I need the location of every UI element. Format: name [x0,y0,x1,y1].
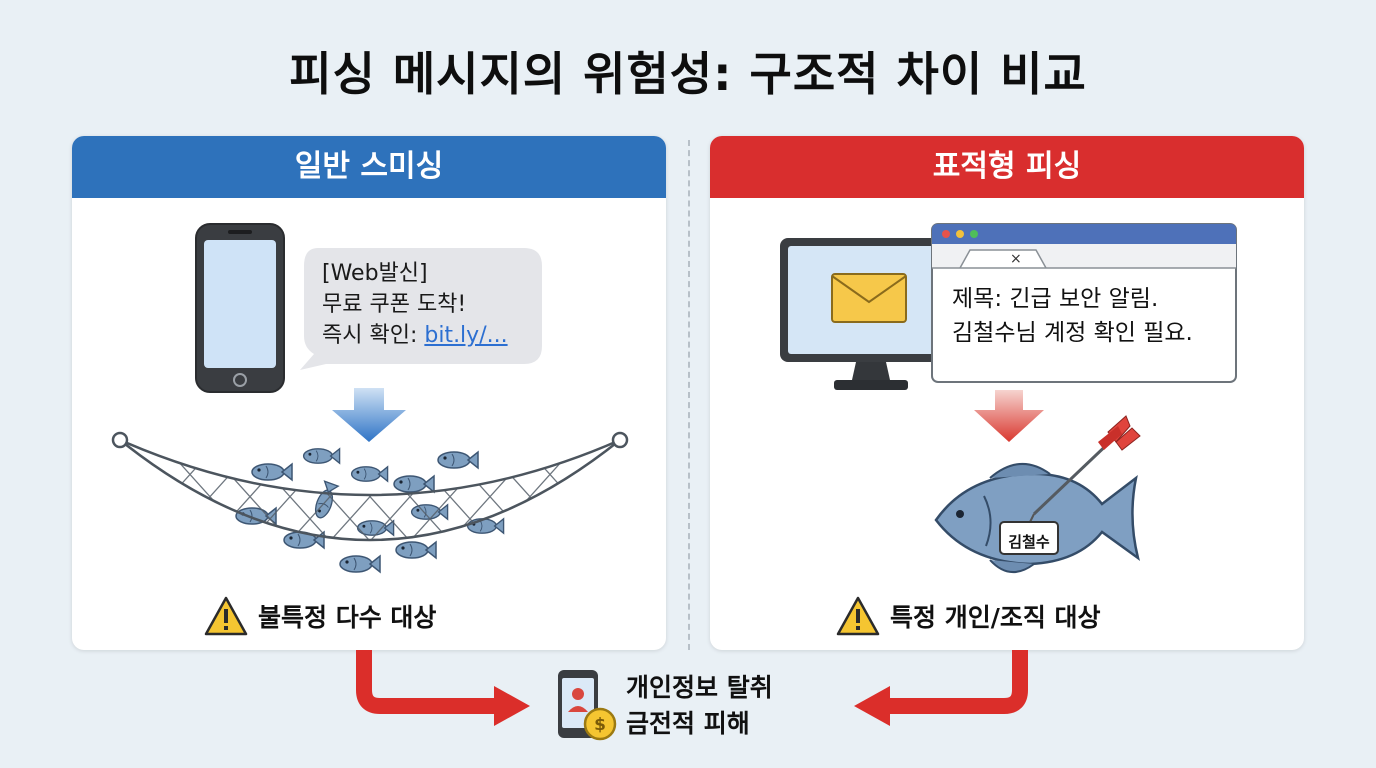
sms-message: [Web발신] 무료 쿠폰 도착! 즉시 확인: bit.ly/... [322,258,508,351]
email-subject: 제목: 긴급 보안 알림. [952,286,1159,312]
center-divider [688,140,690,650]
target-fish-icon [934,415,1141,573]
email-preview: 제목: 긴급 보안 알림. 김철수님 계정 확인 필요. [952,282,1193,350]
browser-window [931,223,1237,383]
left-connector-arrow [356,650,530,726]
spear-phishing-caption: 특정 개인/조직 대상 [836,596,1101,636]
down-arrow-blue-icon [332,388,406,442]
sms-link[interactable]: bit.ly/... [424,323,508,348]
spear-phishing-caption-text: 특정 개인/조직 대상 [890,603,1101,632]
result-text: 개인정보 탈취 금전적 피해 [626,670,773,742]
down-arrow-red-icon [974,390,1044,442]
page-title: 피싱 메시지의 위험성: 구조적 차이 비교 [289,47,1087,101]
svg-text:$: $ [594,715,606,735]
phone-icon [195,223,285,393]
fishing-net-icon [111,431,629,573]
smishing-caption-text: 불특정 다수 대상 [258,603,437,632]
email-body: 김철수님 계정 확인 필요. [952,320,1193,346]
identity-money-icon: $ [558,670,617,741]
warning-icon [836,596,880,636]
right-connector-arrow [854,650,1028,726]
smishing-caption: 불특정 다수 대상 [204,596,436,636]
result-line-1: 개인정보 탈취 [626,673,773,702]
warning-icon [204,596,248,636]
spear-phishing-header: 표적형 피싱 [710,136,1304,198]
sms-line-1: [Web발신] [322,261,428,286]
sms-line-3: 즉시 확인: bit.ly/... [322,323,508,348]
smishing-header: 일반 스미싱 [72,136,666,198]
result-line-2: 금전적 피해 [626,709,750,738]
sms-line-2: 무료 쿠폰 도착! [322,292,467,317]
envelope-icon [831,273,907,323]
browser-close-icon[interactable]: × [1010,251,1022,267]
fish-name-tag: 김철수 [1008,533,1050,551]
sms-bubble [300,248,542,370]
